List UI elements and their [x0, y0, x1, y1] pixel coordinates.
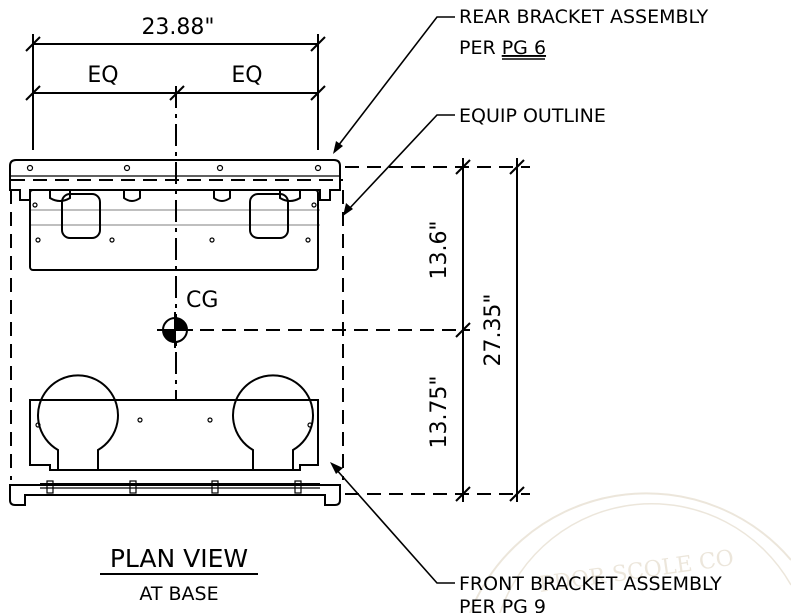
cg-label: CG	[186, 288, 218, 313]
equip-outline-leader	[343, 114, 455, 216]
rear-bracket-page-ref: PG 6	[502, 37, 546, 59]
depth-extension-lines	[345, 166, 530, 495]
view-title: PLAN VIEW	[110, 544, 248, 573]
eq-left-label: EQ	[87, 63, 118, 88]
overall-width-label: 23.88"	[141, 15, 214, 40]
rear-bracket-callout-line2: PER PG 6	[459, 37, 546, 59]
overall-depth-dimension: 27.35"	[481, 158, 525, 502]
overall-depth-label: 27.35"	[481, 293, 506, 366]
rear-bracket-leader	[333, 16, 455, 154]
view-subtitle: AT BASE	[139, 583, 218, 605]
front-bracket-callout-line1: FRONT BRACKET ASSEMBLY	[459, 573, 722, 595]
front-bracket-callout-line2: PER PG 9	[459, 596, 546, 613]
front-bracket-leader	[330, 462, 455, 584]
upper-depth-label: 13.6"	[427, 220, 452, 279]
eq-right-label: EQ	[231, 63, 262, 88]
overall-width-dimension: 23.88"	[25, 15, 326, 150]
upper-depth-dimension: 13.6" 13.75"	[427, 158, 471, 502]
front-bracket	[9, 374, 341, 506]
lower-depth-label: 13.75"	[427, 375, 452, 448]
rear-bracket-callout-line1: REAR BRACKET ASSEMBLY	[459, 6, 709, 28]
equip-outline-callout: EQUIP OUTLINE	[459, 105, 606, 127]
cg-symbol	[157, 312, 193, 348]
